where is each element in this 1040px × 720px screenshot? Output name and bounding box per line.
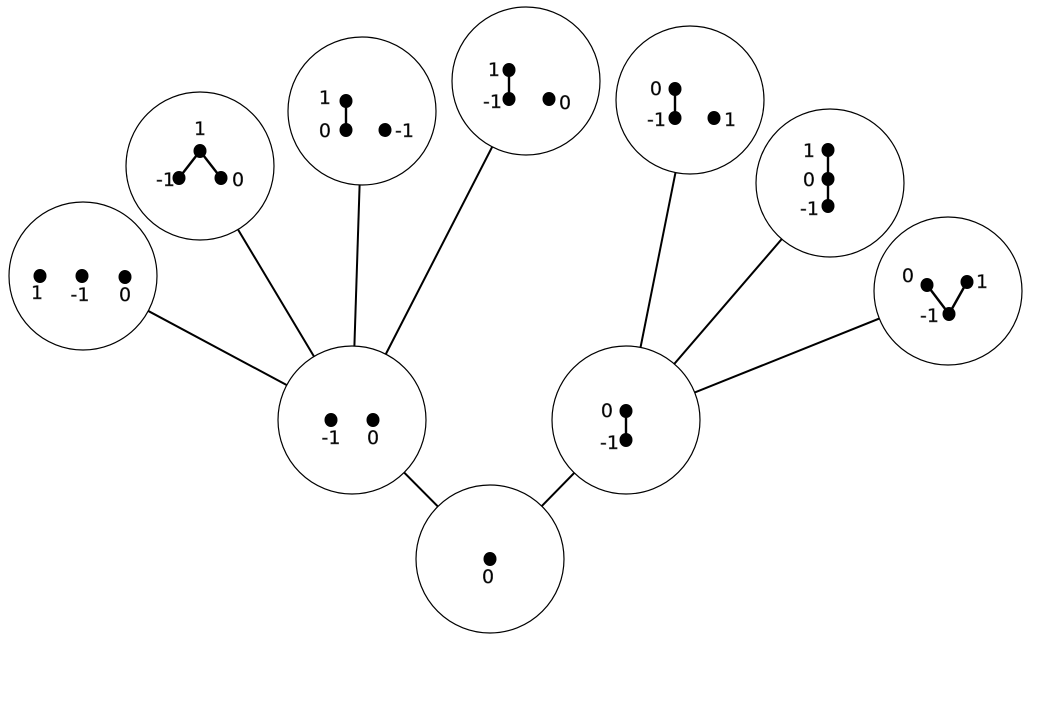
node-a3: 1 0 -1 [287,36,437,186]
vertex-dot-a2-2 [214,171,228,185]
node-b2: 1 0 -1 [755,108,905,258]
vertex-dot-a4-2 [542,92,556,106]
vertex-dot-b-0 [619,404,633,418]
vertex-dot-b1-1 [668,111,682,125]
vertex-label-a1-0: 1 [31,282,43,304]
vertex-label-b2-1: 0 [803,169,815,191]
node-root: 0 [415,484,565,634]
vertex-label-a2-0: 1 [194,118,206,140]
node-b3: 0 1 -1 [873,216,1023,366]
vertex-dot-b2-0 [821,143,835,157]
vertex-dot-root-0 [483,552,497,566]
node-a: -1 0 [277,345,427,495]
node-circle-a4 [451,6,601,156]
node-a4: 1 -1 0 [451,6,601,156]
vertex-dot-a2-1 [172,171,186,185]
vertex-dot-b1-2 [707,111,721,125]
vertex-label-a4-1: -1 [483,91,502,113]
vertex-label-a-0: -1 [322,427,341,449]
vertex-dot-a3-2 [378,123,392,137]
vertex-dot-a-1 [366,413,380,427]
node-circle-b3 [873,216,1023,366]
vertex-dot-a1-1 [75,269,89,283]
vertex-label-b1-1: -1 [647,109,666,131]
vertex-label-a2-2: 0 [232,169,244,191]
vertex-label-b2-2: -1 [800,198,819,220]
vertex-dot-a2-0 [193,144,207,158]
vertex-dot-a4-0 [502,63,516,77]
vertex-label-b1-0: 0 [650,78,662,100]
vertex-label-a4-2: 0 [559,92,571,114]
vertex-label-a1-1: -1 [71,284,90,306]
vertex-dot-b1-0 [668,82,682,96]
vertex-dot-a3-0 [339,94,353,108]
node-circle-a [277,345,427,495]
vertex-label-a1-2: 0 [119,284,131,306]
vertex-label-b3-1: 1 [976,271,988,293]
vertex-label-root-0: 0 [482,566,494,588]
vertex-label-a2-1: -1 [156,169,175,191]
vertex-dot-a1-0 [33,269,47,283]
node-circle-a2 [125,91,275,241]
vertex-dot-b-1 [619,433,633,447]
vertex-dot-b2-1 [821,172,835,186]
vertex-label-b-1: -1 [600,432,619,454]
vertex-label-a3-2: -1 [395,120,414,142]
vertex-label-b2-0: 1 [803,140,815,162]
vertex-label-b3-2: -1 [920,305,939,327]
vertex-dot-a-0 [324,413,338,427]
vertex-label-b3-0: 0 [902,265,914,287]
vertex-dot-a3-1 [339,123,353,137]
vertex-dot-b3-1 [960,275,974,289]
vertex-label-a4-0: 1 [488,59,500,81]
node-a1: 1 -1 0 [8,201,158,351]
node-a2: 1 -1 0 [125,91,275,241]
vertex-dot-b3-2 [942,307,956,321]
vertex-dot-a4-1 [502,92,516,106]
vertex-label-b-0: 0 [601,400,613,422]
vertex-dot-b2-2 [821,199,835,213]
vertex-dot-b3-0 [920,278,934,292]
vertex-label-a3-0: 1 [319,87,331,109]
vertex-dot-a1-2 [118,270,132,284]
node-b1: 0 -1 1 [615,25,765,175]
node-circle-a3 [287,36,437,186]
vertex-label-b1-2: 1 [724,109,736,131]
vertex-label-a-1: 0 [367,427,379,449]
vertex-label-a3-1: 0 [319,120,331,142]
node-circle-b1 [615,25,765,175]
node-b: 0-1 [551,345,701,495]
